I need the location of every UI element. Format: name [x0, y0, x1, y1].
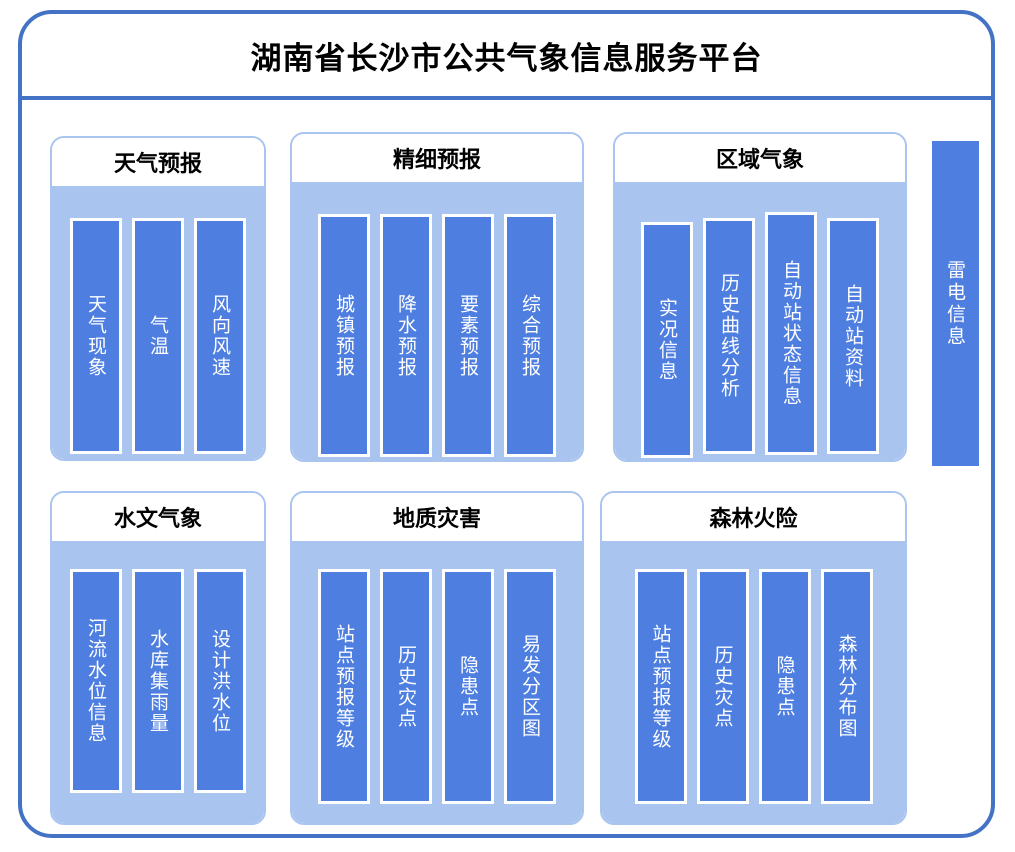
- feature-list: 城镇预报 降水预报 要素预报 综合预报: [300, 182, 574, 460]
- feature-block-temperature[interactable]: 气温: [132, 218, 184, 454]
- panel-header: 区域气象: [615, 134, 905, 182]
- panel-body: 天气现象 气温 风向风速: [52, 186, 264, 459]
- panel-header: 地质灾害: [292, 493, 582, 541]
- feature-block-historical-disaster-points[interactable]: 历史灾点: [696, 569, 749, 804]
- panel-geological-hazard[interactable]: 地质灾害 站点预报等级 历史灾点 隐患点 易发分区图: [290, 491, 584, 825]
- panel-title: 区域气象: [715, 148, 804, 173]
- feature-list: 天气现象 气温 风向风速: [60, 186, 256, 459]
- panel-body: 站点预报等级 历史灾点 隐患点 易发分区图: [292, 541, 582, 823]
- feature-block-hidden-danger-points[interactable]: 隐患点: [442, 569, 494, 804]
- panel-hydro-meteorology[interactable]: 水文气象 河流水位信息 水库集雨量 设计洪水位: [50, 491, 266, 825]
- panel-body: 城镇预报 降水预报 要素预报 综合预报: [292, 182, 582, 460]
- panel-title: 天气预报: [113, 152, 202, 177]
- feature-block-hidden-danger-points[interactable]: 隐患点: [758, 569, 811, 804]
- feature-list: 站点预报等级 历史灾点 隐患点 森林分布图: [610, 541, 897, 823]
- feature-block-weather-phenomenon[interactable]: 天气现象: [70, 218, 122, 454]
- panel-header: 精细预报: [292, 134, 582, 182]
- panel-body: 河流水位信息 水库集雨量 设计洪水位: [52, 541, 264, 823]
- platform-title-bar: 湖南省长沙市公共气象信息服务平台: [22, 14, 991, 100]
- feature-block-reservoir-rainfall[interactable]: 水库集雨量: [132, 569, 184, 793]
- panel-header: 天气预报: [52, 138, 264, 186]
- panel-title: 水文气象: [113, 507, 202, 532]
- feature-list: 河流水位信息 水库集雨量 设计洪水位: [60, 541, 256, 823]
- platform-frame: 湖南省长沙市公共气象信息服务平台 天气预报 天气现象 气温 风向风速 精细预报: [18, 10, 995, 838]
- panel-title: 精细预报: [392, 148, 481, 173]
- feature-block-design-flood-level[interactable]: 设计洪水位: [194, 569, 246, 793]
- panel-fine-forecast[interactable]: 精细预报 城镇预报 降水预报 要素预报 综合预报: [290, 132, 584, 462]
- feature-block-precipitation-forecast[interactable]: 降水预报: [380, 214, 432, 457]
- feature-block-town-forecast[interactable]: 城镇预报: [318, 214, 370, 457]
- feature-block-historical-curve-analysis[interactable]: 历史曲线分析: [703, 218, 755, 454]
- feature-block-aws-status-info[interactable]: 自动站状态信息: [765, 212, 817, 455]
- panel-header: 森林火险: [602, 493, 905, 541]
- feature-block-wind[interactable]: 风向风速: [194, 218, 246, 454]
- feature-block-station-forecast-level[interactable]: 站点预报等级: [634, 569, 687, 804]
- feature-block-comprehensive-forecast[interactable]: 综合预报: [504, 214, 556, 457]
- feature-list: 实况信息 历史曲线分析 自动站状态信息 自动站资料: [623, 182, 897, 460]
- panel-regional-meteorology[interactable]: 区域气象 实况信息 历史曲线分析 自动站状态信息 自动站资料: [613, 132, 907, 462]
- page-title: 湖南省长沙市公共气象信息服务平台: [250, 40, 763, 77]
- content-region: 天气预报 天气现象 气温 风向风速 精细预报 城镇预报 降水预报 要素预报 综合…: [22, 104, 991, 834]
- panel-weather-forecast[interactable]: 天气预报 天气现象 气温 风向风速: [50, 136, 266, 461]
- feature-block-aws-data[interactable]: 自动站资料: [827, 218, 879, 454]
- feature-block-river-water-level[interactable]: 河流水位信息: [70, 569, 122, 793]
- panel-title: 森林火险: [709, 507, 798, 532]
- feature-block-historical-disaster-points[interactable]: 历史灾点: [380, 569, 432, 804]
- lightning-info-block[interactable]: 雷电信息: [932, 141, 979, 466]
- panel-title: 地质灾害: [392, 507, 481, 532]
- feature-block-element-forecast[interactable]: 要素预报: [442, 214, 494, 457]
- feature-block-susceptibility-zoning-map[interactable]: 易发分区图: [504, 569, 556, 804]
- feature-block-forest-distribution-map[interactable]: 森林分布图: [820, 569, 873, 804]
- panel-body: 站点预报等级 历史灾点 隐患点 森林分布图: [602, 541, 905, 823]
- feature-block-station-forecast-level[interactable]: 站点预报等级: [318, 569, 370, 804]
- panel-forest-fire-risk[interactable]: 森林火险 站点预报等级 历史灾点 隐患点 森林分布图: [600, 491, 907, 825]
- panel-body: 实况信息 历史曲线分析 自动站状态信息 自动站资料: [615, 182, 905, 460]
- feature-list: 站点预报等级 历史灾点 隐患点 易发分区图: [300, 541, 574, 823]
- panel-header: 水文气象: [52, 493, 264, 541]
- feature-block-live-info[interactable]: 实况信息: [641, 222, 693, 458]
